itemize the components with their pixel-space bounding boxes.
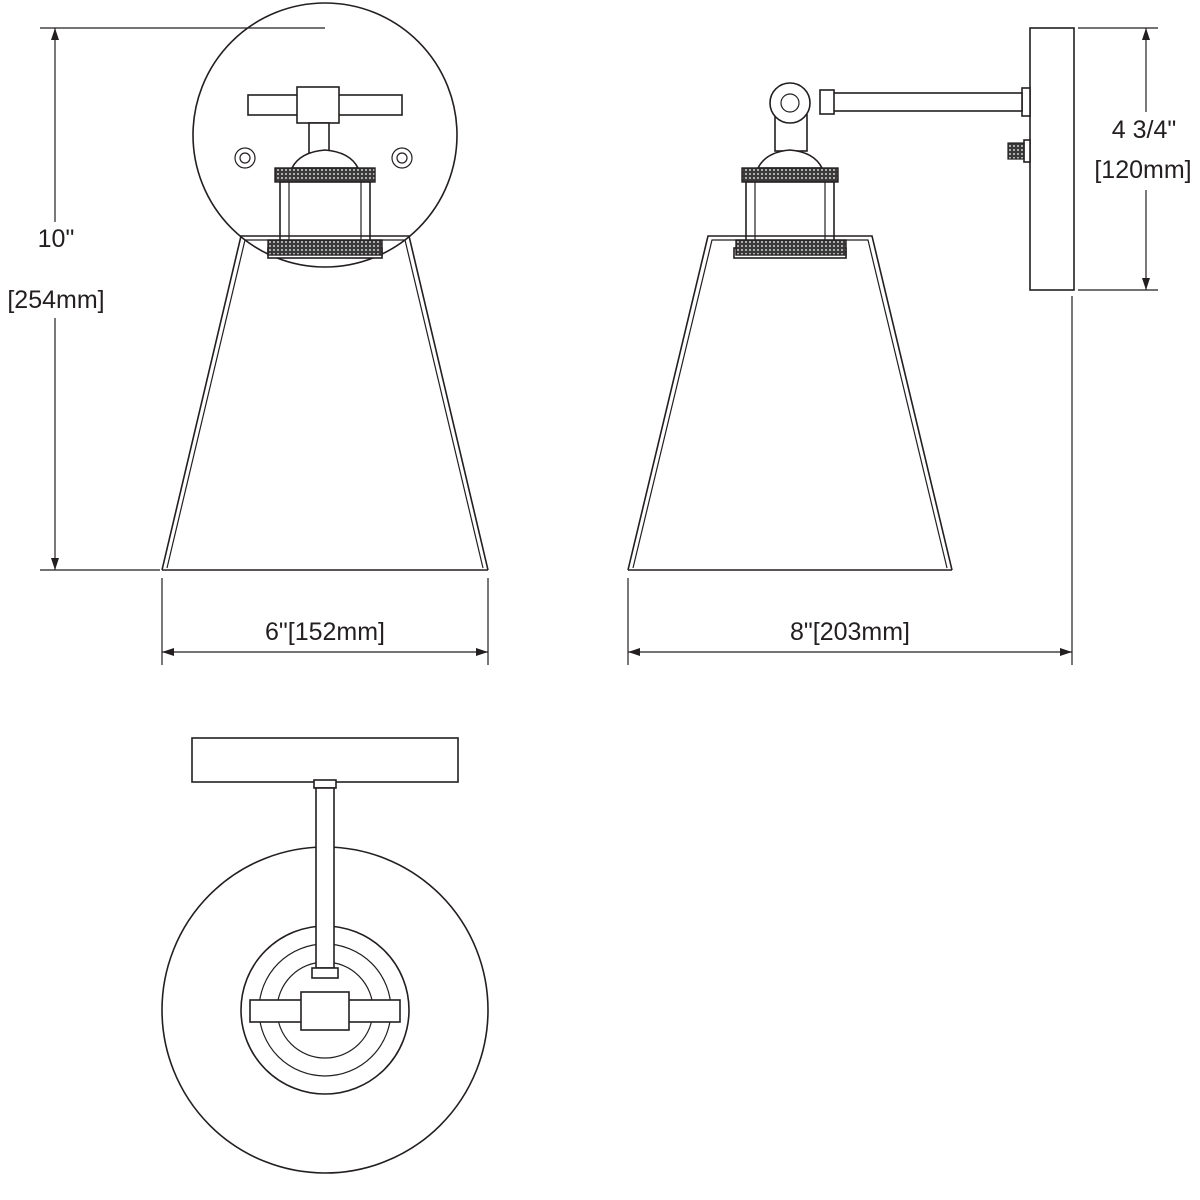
- height-label-metric: [254mm]: [7, 286, 104, 314]
- front-screw-left: [234, 147, 256, 169]
- height-dimension: 10" [254mm]: [7, 27, 325, 571]
- side-knob: [1007, 139, 1031, 163]
- bottom-cross-bar: [249, 991, 401, 1031]
- bottom-view: [161, 737, 489, 1174]
- front-view: [161, 2, 489, 571]
- side-depth-dimension: 8"[203mm]: [627, 296, 1073, 665]
- front-shade: [161, 235, 489, 571]
- height-label-imperial: 10": [38, 225, 75, 253]
- bottom-wall-plate: [191, 737, 459, 783]
- front-width-dimension: 6"[152mm]: [161, 578, 489, 665]
- backplate-height-label-imperial: 4 3/4": [1112, 116, 1176, 144]
- bottom-arm: [311, 779, 339, 979]
- side-view: [627, 27, 1075, 571]
- front-screw-right: [391, 147, 413, 169]
- front-width-label: 6"[152mm]: [265, 618, 385, 646]
- backplate-height-dimension: 4 3/4" [120mm]: [1078, 27, 1192, 291]
- side-depth-label: 8"[203mm]: [790, 618, 910, 646]
- front-cross-bar: [247, 86, 403, 154]
- side-arm: [819, 87, 1031, 117]
- front-backplate-circle: [192, 2, 458, 268]
- backplate-height-label-metric: [120mm]: [1094, 156, 1191, 184]
- side-swivel: [769, 82, 811, 152]
- side-wall-plate: [1029, 27, 1075, 291]
- side-shade: [627, 235, 953, 571]
